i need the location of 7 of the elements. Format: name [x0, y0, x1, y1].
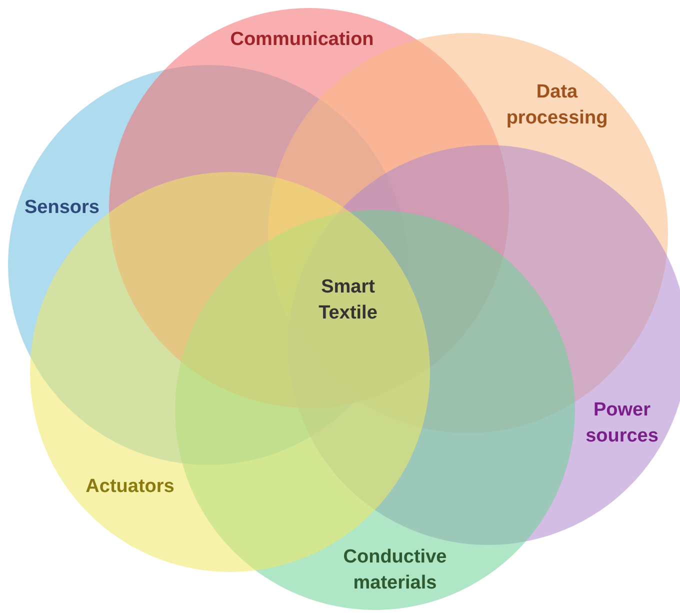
- circle-label: Communication: [229, 28, 375, 52]
- circle-label: Power sources: [584, 398, 660, 448]
- circle-label: Data processing: [505, 80, 609, 130]
- circle-label: Conductive materials: [342, 545, 448, 595]
- center-label: Smart Textile: [318, 275, 378, 325]
- circle-label: Actuators: [84, 475, 176, 500]
- circle-label: Sensors: [24, 196, 100, 220]
